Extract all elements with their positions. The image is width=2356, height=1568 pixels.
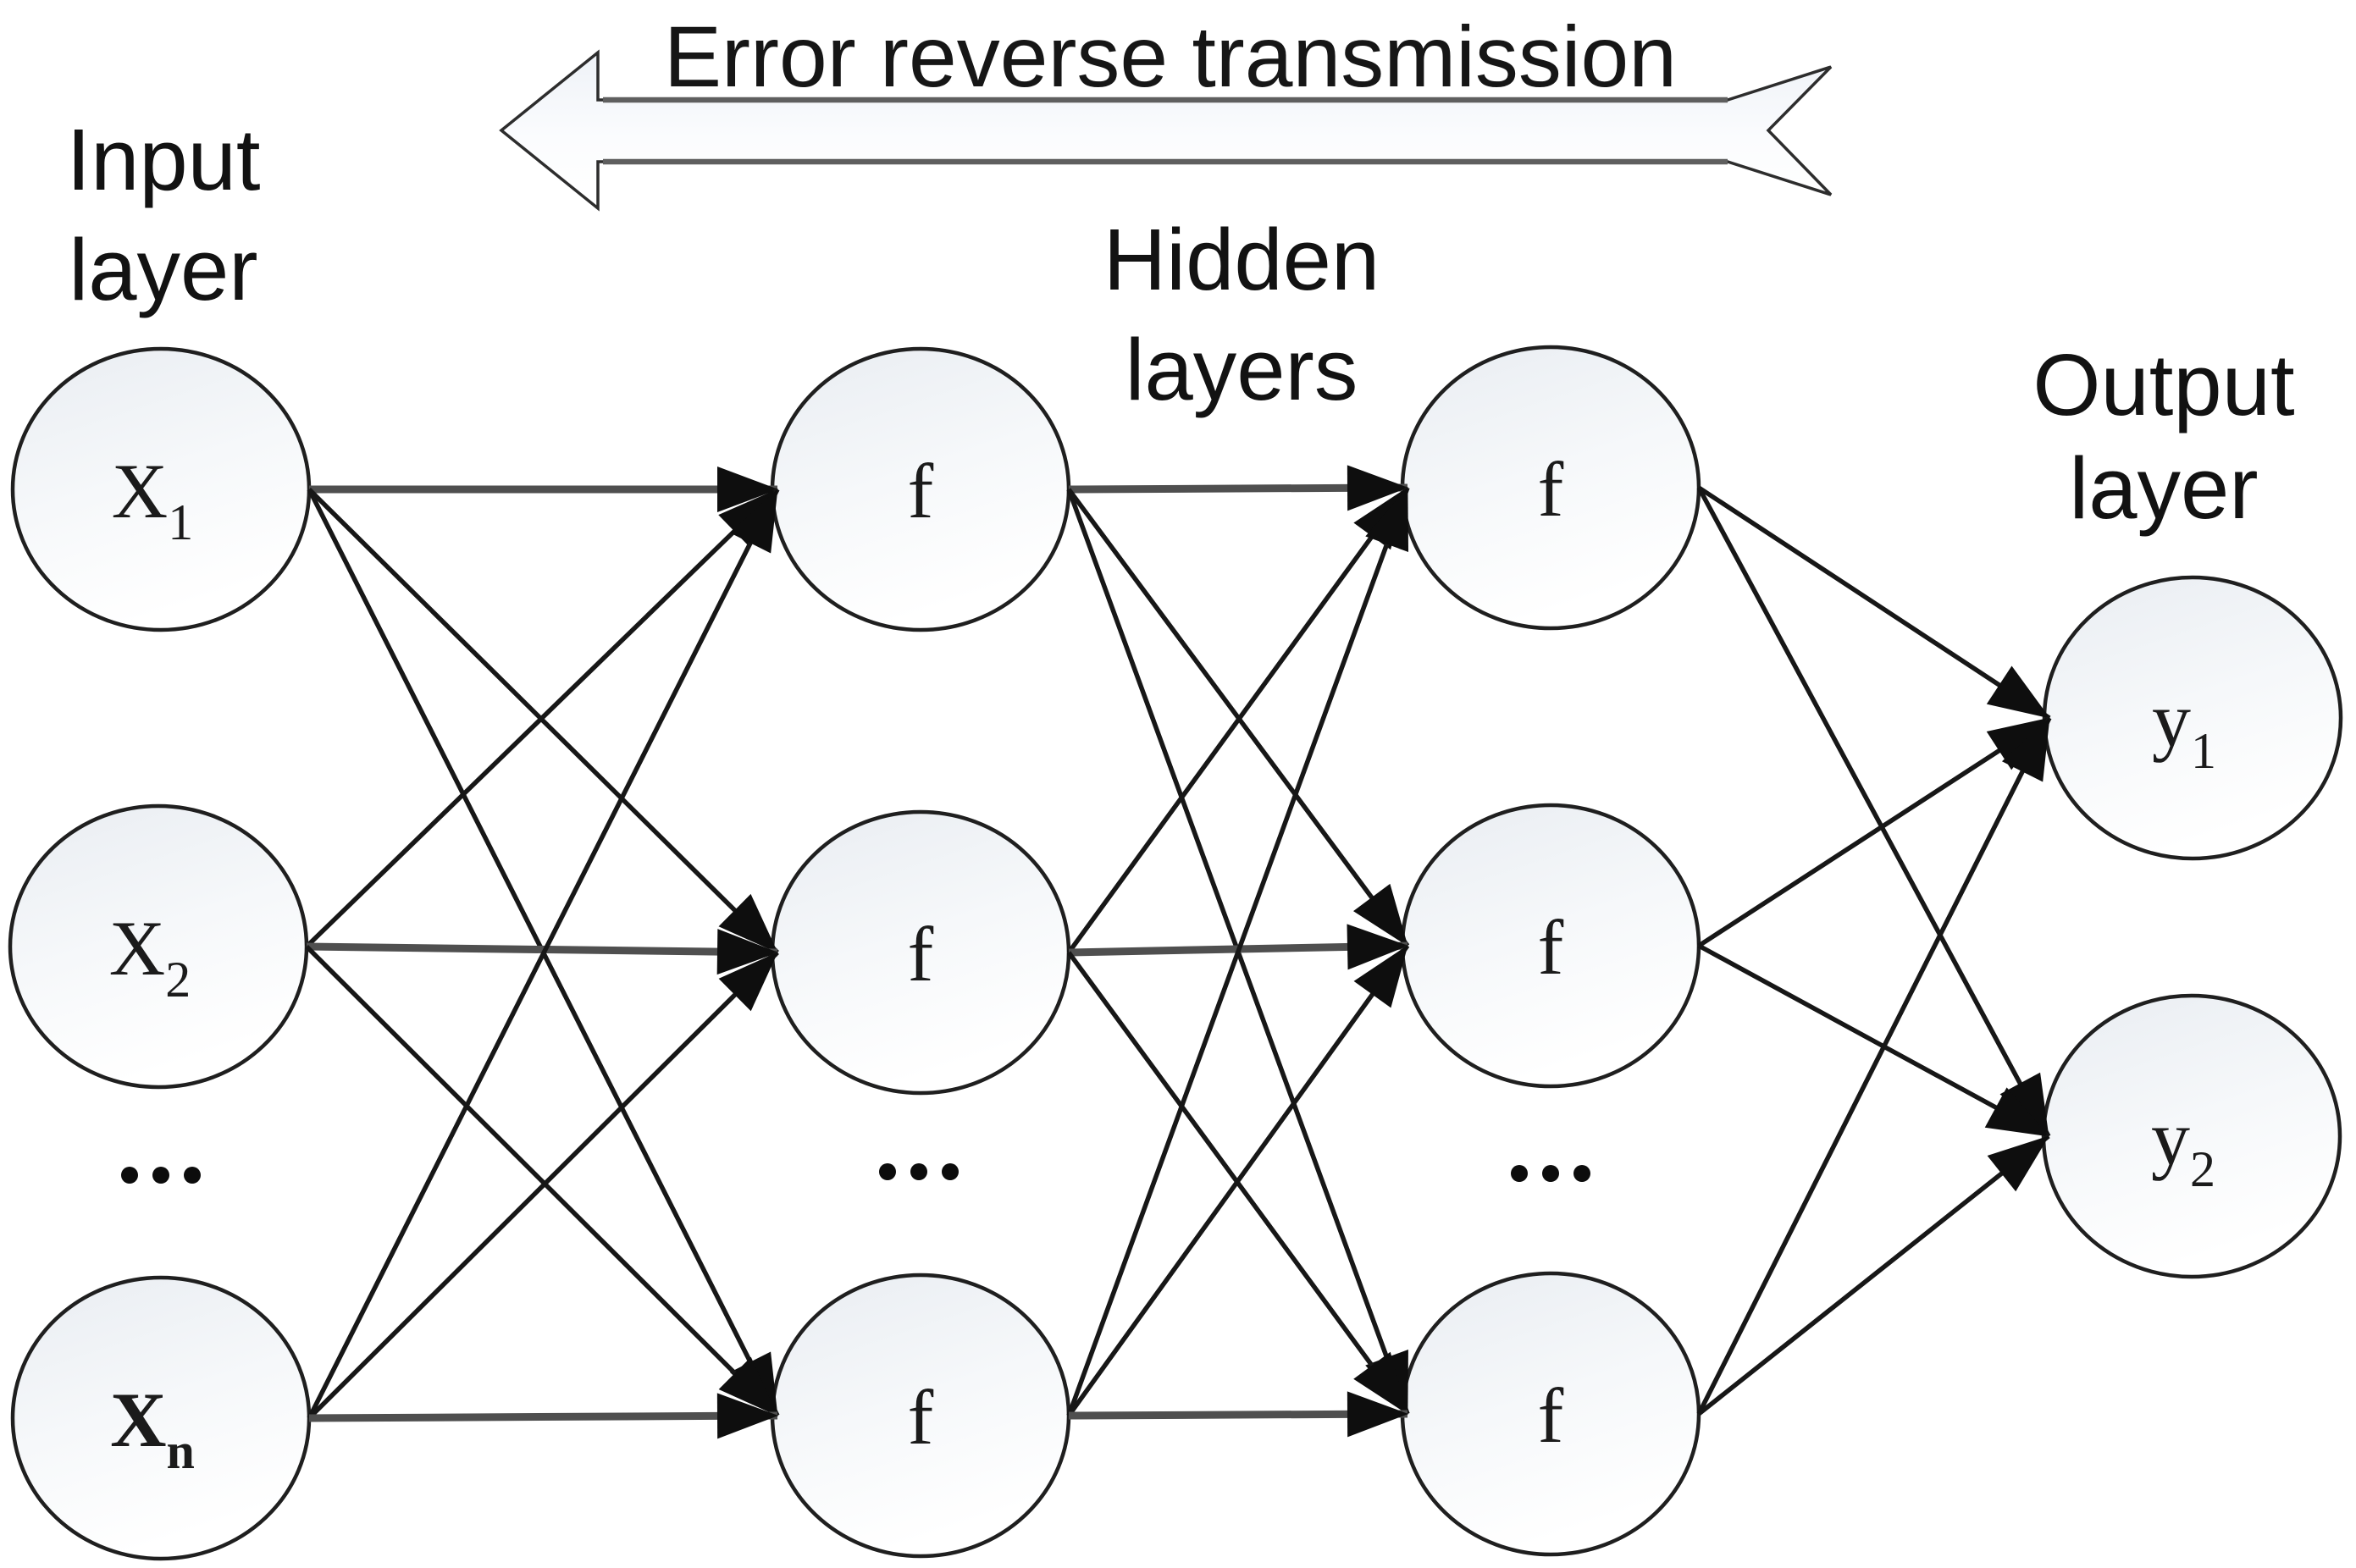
input-layer-label-line2: layer [69, 221, 257, 318]
error-backprop-arrow [499, 49, 1833, 212]
edge-h1c-h2b [1066, 944, 1410, 1417]
ellipsis-dot-input [184, 1167, 201, 1184]
node-label-y1: y1 [2152, 676, 2216, 779]
edge-xn-h1c [308, 1393, 778, 1439]
ellipsis-dot-hidden1 [910, 1163, 927, 1180]
hidden-layers-label-line2: layers [1125, 321, 1358, 418]
node-label-h2c: f [1538, 1372, 1564, 1459]
ellipsis-dot-hidden2 [1511, 1165, 1528, 1182]
node-label-h1b: f [908, 911, 934, 997]
ellipsis-dot-hidden1 [879, 1163, 896, 1180]
node-label-x2: X2 [109, 905, 191, 1008]
node-label-h2a: f [1538, 446, 1564, 533]
input-layer-label-line1: Input [66, 111, 260, 208]
edge-x2-h1c [305, 945, 779, 1417]
layer-captions: Input layer Hidden layers Output layer [66, 111, 2294, 537]
node-label-xn: Xn [110, 1377, 195, 1479]
edge-x2-h1b [306, 929, 778, 975]
ellipsis-dot-hidden2 [1542, 1165, 1559, 1182]
node-y1 [2042, 575, 2343, 861]
ellipsis-dot-input [121, 1167, 138, 1184]
edge-h1b-h2a [1066, 486, 1410, 954]
ellipsis-dot-hidden2 [1573, 1165, 1590, 1182]
node-label-y2: y2 [2151, 1095, 2215, 1197]
ellipsis-dot-hidden1 [942, 1163, 959, 1180]
edge-h2a-y2 [1696, 486, 2051, 1138]
edge-xn-h1b [307, 951, 779, 1420]
error-reverse-transmission-label: Error reverse transmission [664, 8, 1677, 105]
left-arrow-shape [499, 49, 1833, 212]
edge-h1a-h2a [1068, 465, 1408, 511]
edge-x1-h1b [307, 488, 779, 954]
edge-x2-h1a [305, 488, 779, 948]
node-label-h1a: f [908, 448, 934, 534]
ellipsis-dot-input [152, 1167, 169, 1184]
node-label-h2b: f [1538, 904, 1564, 991]
output-layer-label-line1: Output [2032, 336, 2294, 433]
network-nodes [8, 345, 2343, 1561]
edge-h1c-h2a [1066, 487, 1410, 1416]
node-y2 [2041, 993, 2342, 1279]
edge-h2b-y2 [1697, 943, 2050, 1139]
output-layer-label-line2: layer [2069, 439, 2258, 537]
edge-h2a-y1 [1697, 485, 2051, 721]
network-edges [305, 465, 2052, 1439]
edge-h2b-y1 [1697, 715, 2051, 948]
node-label-x1: X1 [112, 448, 193, 550]
hidden-layers-label-line1: Hidden [1103, 211, 1380, 308]
edge-xn-h1a [307, 488, 780, 1420]
node-label-h1c: f [908, 1374, 934, 1460]
network-ellipsis-dots [121, 1163, 1590, 1184]
edge-h2c-y1 [1696, 716, 2052, 1416]
edge-h2c-y2 [1697, 1134, 2050, 1416]
edge-h1c-h2c [1068, 1391, 1408, 1438]
